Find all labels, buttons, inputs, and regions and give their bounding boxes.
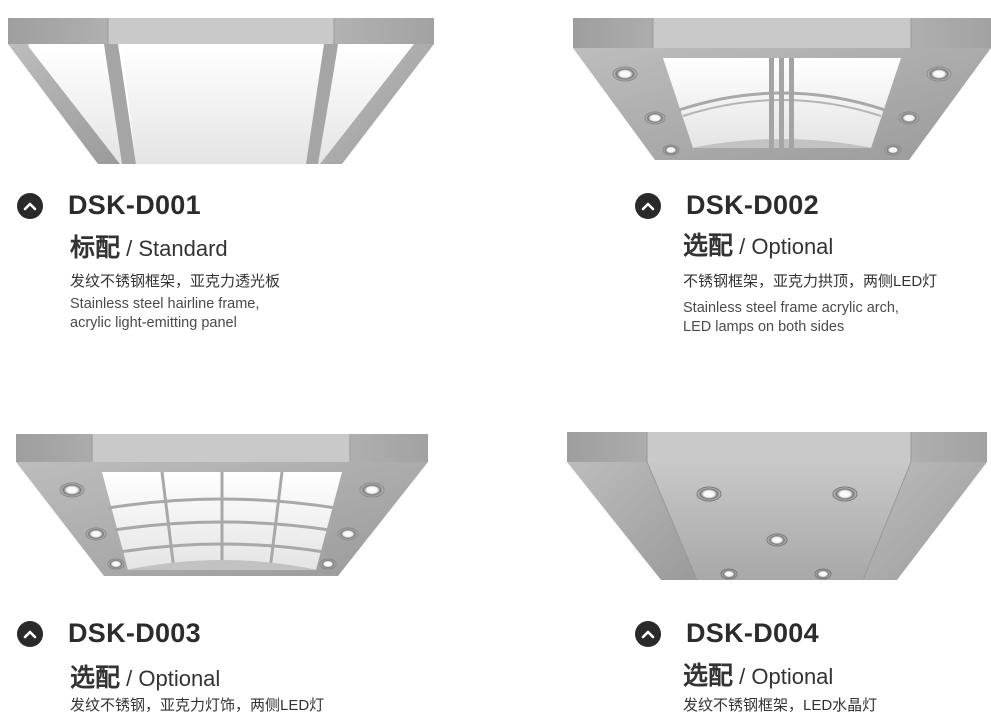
product-code: DSK-D001 — [68, 190, 201, 220]
config-en: / Optional — [739, 664, 834, 689]
config-cn: 选配 — [70, 664, 121, 692]
config-label: 选配 / Optional — [683, 226, 833, 262]
description-en-line-1: Stainless steel hairline frame, — [70, 296, 260, 312]
config-label: 标配 / Standard — [70, 228, 228, 264]
product-code: DSK-D002 — [686, 190, 819, 220]
chevron-up-icon — [17, 192, 43, 219]
config-cn: 标配 — [70, 234, 121, 262]
chevron-up-icon — [17, 620, 43, 647]
description-cn: 发纹不锈钢框架，亚克力透光板 — [70, 273, 281, 290]
description-cn: 不锈钢框架，亚克力拱顶，两侧LED灯 — [683, 273, 938, 290]
ceiling-image-d002 — [573, 18, 991, 160]
ceiling-image-d003 — [16, 434, 428, 576]
description-cn: 发纹不锈钢框架，LED水晶灯 — [683, 697, 878, 714]
product-code: DSK-D004 — [686, 618, 819, 648]
product-heading: DSK-D002 — [635, 190, 819, 221]
product-card-d002: DSK-D002 选配 / Optional 不锈钢框架，亚克力拱顶，两侧LED… — [495, 0, 991, 360]
product-card-d004: DSK-D004 选配 / Optional 发纹不锈钢框架，LED水晶灯 — [495, 420, 991, 720]
config-label: 选配 / Optional — [70, 658, 220, 694]
config-en: / Standard — [126, 236, 228, 261]
config-en: / Optional — [126, 666, 221, 691]
ceiling-image-d004 — [567, 432, 987, 581]
product-heading: DSK-D003 — [17, 618, 201, 649]
config-cn: 选配 — [683, 232, 734, 260]
ceiling-image-d001 — [8, 18, 434, 164]
description-en-line-1: Stainless steel frame acrylic arch, — [683, 300, 899, 316]
product-heading: DSK-D004 — [635, 618, 819, 649]
product-code: DSK-D003 — [68, 618, 201, 648]
product-card-d003: DSK-D003 选配 / Optional 发纹不锈钢，亚克力灯饰，两侧LED… — [0, 420, 480, 720]
description-cn: 发纹不锈钢，亚克力灯饰，两侧LED灯 — [70, 697, 325, 714]
product-card-d001: DSK-D001 标配 / Standard 发纹不锈钢框架，亚克力透光板 St… — [0, 0, 480, 360]
description-en-line-2: acrylic light-emitting panel — [70, 315, 237, 331]
chevron-up-icon — [635, 620, 661, 647]
config-cn: 选配 — [683, 662, 734, 690]
description-en: Stainless steel hairline frame, acrylic … — [70, 295, 259, 333]
description-en: Stainless steel frame acrylic arch, LED … — [683, 299, 899, 337]
description-en-line-2: LED lamps on both sides — [683, 319, 845, 335]
config-en: / Optional — [739, 234, 834, 259]
product-heading: DSK-D001 — [17, 190, 201, 221]
chevron-up-icon — [635, 192, 661, 219]
config-label: 选配 / Optional — [683, 656, 833, 692]
